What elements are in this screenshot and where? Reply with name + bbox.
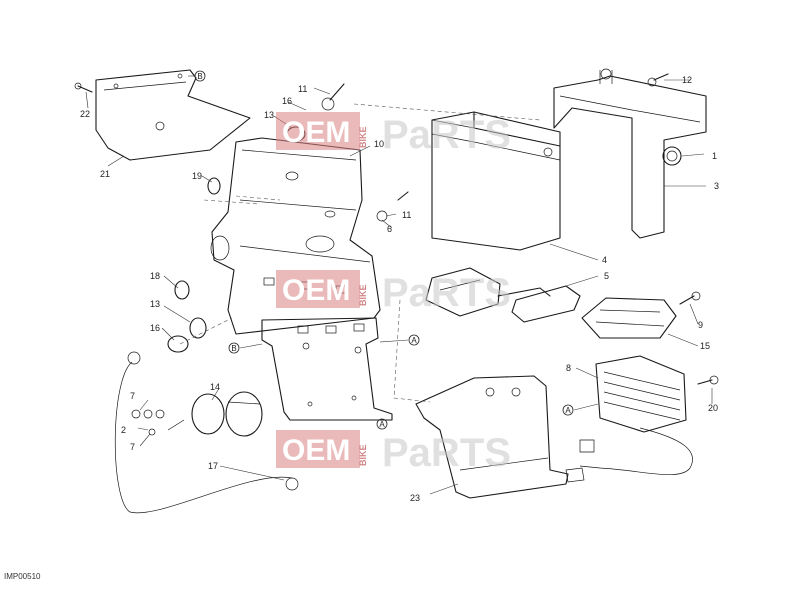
strap-bracket-part [553,68,707,239]
diagram-code: IMP00510 [4,572,41,581]
part-number-22: 22 [80,109,90,119]
part-number-11a: 11 [298,84,307,94]
part-number-21: 21 [100,169,110,179]
screw-9-part [679,291,701,305]
leader-lines [85,79,713,495]
part-number-7a: 7 [130,391,135,401]
part-number-5: 5 [604,271,609,281]
watermark-bike-top: BIKE [358,126,368,148]
part-number-23: 23 [410,493,420,503]
part-number-16a: 16 [282,96,292,106]
mounting-plate-part [415,375,569,499]
watermark-parts-bottom: PaRTS [382,431,511,475]
battery-part [431,111,561,251]
part-number-18: 18 [150,271,160,281]
part-number-11b: 11 [402,210,411,220]
watermark-parts-middle: PaRTS [382,271,511,315]
solenoid-part [167,391,263,437]
watermark-bike-bottom: BIKE [358,444,368,466]
ref-a-bottom: A [379,420,385,429]
part-number-15: 15 [700,341,710,351]
cable-part [114,351,299,514]
cover-part [95,69,251,161]
watermark-oem-bottom: OEM [282,434,350,467]
part-number-4: 4 [602,255,607,265]
part-number-7b: 7 [130,442,135,452]
part-number-3: 3 [714,181,719,191]
part-number-20: 20 [708,403,718,413]
part-number-13a: 13 [264,110,274,120]
watermark-oem-top: OEM [282,116,350,149]
assembly-lines [179,103,541,403]
ref-a-right: A [565,406,571,415]
part-numbers: 1 2 3 4 5 6 7 7 8 9 10 11 11 12 13 13 14… [80,75,719,503]
watermark-oem-middle: OEM [282,274,350,307]
watermark-bike-middle: BIKE [358,284,368,306]
part-number-16b: 16 [150,323,160,333]
lower-bracket-part [261,317,393,421]
part-number-8: 8 [566,363,571,373]
part-number-2: 2 [121,425,126,435]
part-number-9: 9 [698,320,703,330]
part-number-6: 6 [387,224,392,234]
ref-b-top: B [197,72,202,81]
connector-block-part [581,297,677,339]
screw-20-part [697,375,719,385]
watermark-top: OEM BIKE PaRTS [276,112,511,157]
part-number-14: 14 [210,382,220,392]
regulator-part [565,355,693,483]
part-number-12: 12 [682,75,692,85]
part-number-1: 1 [712,151,717,161]
watermark-bottom: OEM BIKE PaRTS [276,430,511,475]
part-number-19: 19 [192,171,202,181]
screw-12-part [647,73,669,87]
part-number-13b: 13 [150,299,160,309]
watermark-parts-top: PaRTS [382,113,511,157]
part-number-17: 17 [208,461,218,471]
screw-part [74,82,93,93]
reference-markers: B B A A A [188,70,599,430]
ref-b-left: B [231,344,236,353]
knob-part [662,146,682,166]
part-number-10: 10 [374,139,384,149]
ref-a-mid: A [411,336,417,345]
watermark-middle: OEM BIKE PaRTS [276,270,511,315]
